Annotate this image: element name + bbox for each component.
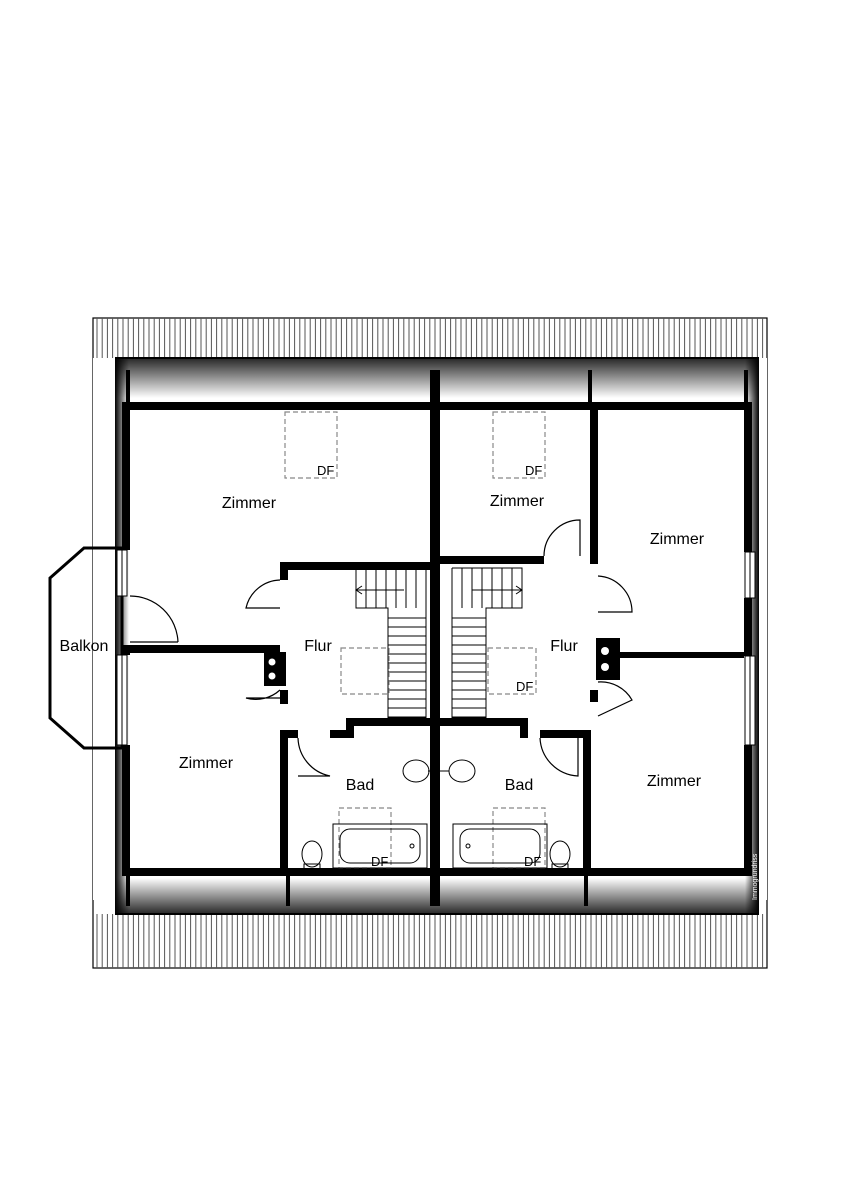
credit-label: Immogrundriss — [752, 853, 759, 900]
roof-hatch-top — [96, 318, 764, 358]
balcony — [48, 546, 128, 750]
doors — [129, 519, 633, 777]
room-label-right-bottom: Zimmer — [647, 773, 702, 790]
skylight-label: DF — [317, 463, 334, 478]
room-label-left-bottom: Zimmer — [179, 755, 234, 772]
roof-hatch-bottom — [96, 914, 764, 968]
room-label-hall-left: Flur — [304, 638, 332, 655]
room-label-right-top-small: Zimmer — [490, 493, 545, 510]
room-label-bath-right: Bad — [505, 777, 533, 794]
windows-right — [744, 551, 756, 746]
room-label-left-top: Zimmer — [222, 495, 277, 512]
roof — [92, 317, 768, 969]
room-label-right-top-large: Zimmer — [650, 531, 705, 548]
skylights — [284, 411, 546, 869]
bath-fixtures — [301, 759, 571, 871]
room-labels: Zimmer Zimmer Zimmer Zimmer Zimmer Balko… — [60, 493, 705, 794]
chimney-flues — [268, 647, 609, 680]
skylight-label: DF — [371, 854, 388, 869]
skylight-label: DF — [525, 463, 542, 478]
walls — [122, 370, 752, 906]
stair-steps — [365, 568, 513, 718]
skylight-label: DF — [524, 854, 541, 869]
skylight-label: DF — [516, 679, 533, 694]
stairs — [355, 567, 523, 719]
room-label-balcony: Balkon — [60, 638, 109, 655]
room-label-bath-left: Bad — [346, 777, 374, 794]
skylight-labels: DF DF DF DF DF DF — [317, 463, 542, 869]
room-label-hall-right: Flur — [550, 638, 578, 655]
